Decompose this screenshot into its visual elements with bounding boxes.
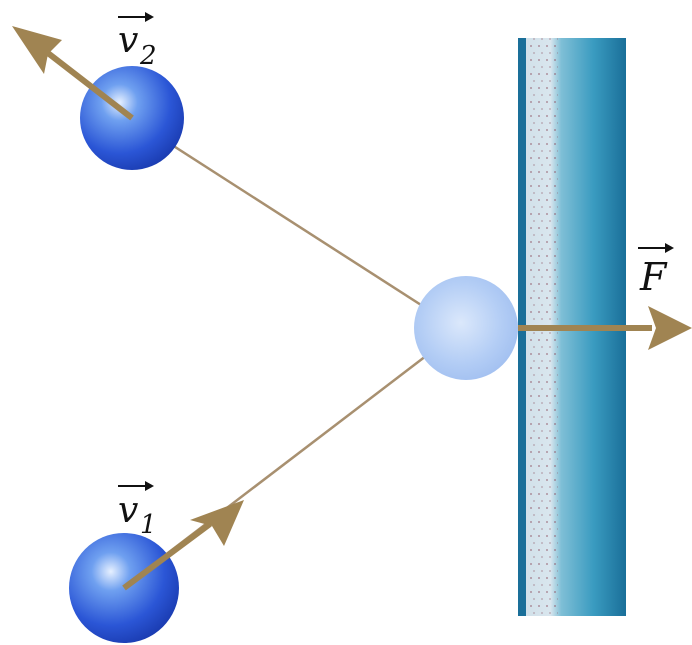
- force-arrow-head-icon: [648, 306, 692, 350]
- v2-symbol: v: [118, 20, 138, 61]
- force-symbol: F: [639, 255, 668, 299]
- v1-arrow-head-icon: [190, 500, 244, 546]
- v1-symbol: v: [118, 490, 138, 531]
- force-label-arrow-icon: [665, 243, 674, 253]
- v1-arrow: [122, 500, 244, 591]
- force-label: F: [638, 243, 674, 299]
- v1-label-arrow-icon: [145, 481, 154, 491]
- v1-subscript: 1: [140, 510, 157, 540]
- v2-label-arrow-icon: [145, 12, 154, 22]
- v2-label: v 2: [118, 12, 157, 71]
- outgoing-path-line: [129, 116, 461, 332]
- v1-label: v 1: [118, 481, 157, 540]
- v2-arrow: [12, 26, 134, 121]
- force-arrow: [518, 306, 692, 350]
- impact-ball: [414, 276, 518, 380]
- v2-arrow-head-icon: [12, 26, 62, 74]
- v2-subscript: 2: [139, 41, 157, 71]
